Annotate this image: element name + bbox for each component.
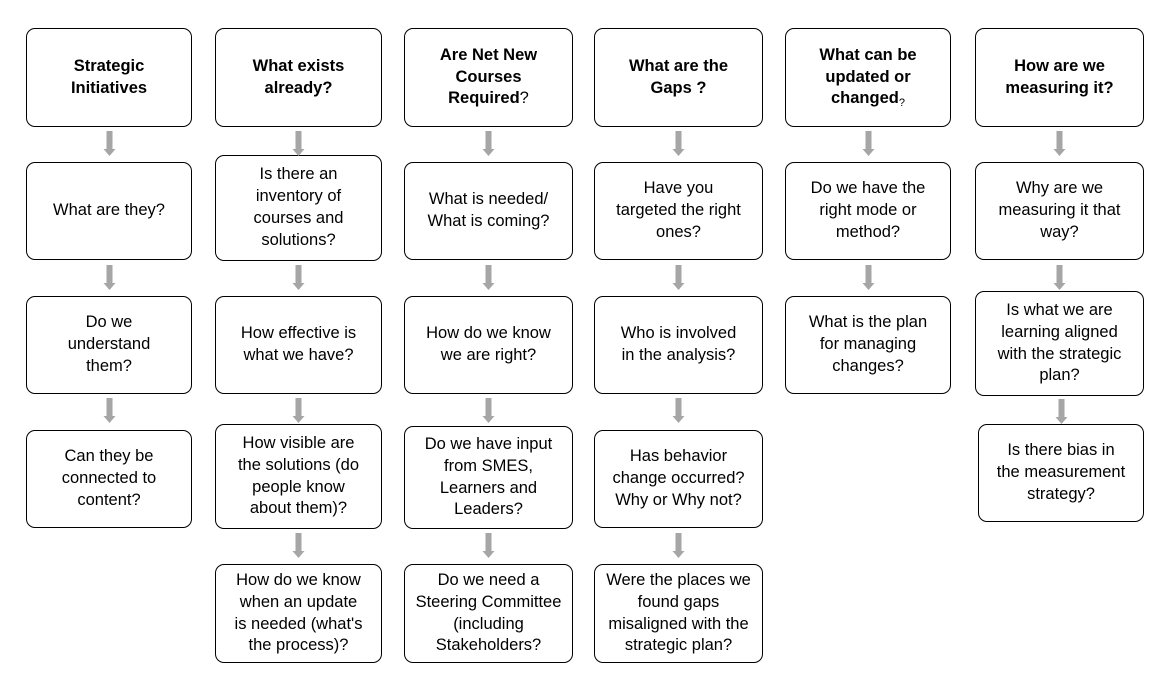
node-strategic-initiatives-2[interactable]: Do we understand them? [26, 296, 192, 394]
node-how-are-we-measuring-it-2[interactable]: Is what we are learning aligned with the… [975, 291, 1144, 396]
node-net-new-courses-3[interactable]: Do we have input from SMES, Learners and… [404, 426, 573, 529]
question-mark-small: ? [898, 97, 905, 110]
flow-arrow-down-icon [480, 265, 497, 291]
flow-arrow-down-icon [1051, 265, 1068, 291]
flow-arrow-down-icon [290, 398, 307, 424]
flow-arrow-down-icon [101, 131, 118, 157]
flow-arrow-down-icon [290, 533, 307, 559]
node-what-are-the-gaps-1[interactable]: Have you targeted the right ones? [594, 162, 763, 260]
flow-arrow-down-icon [101, 398, 118, 424]
column-header-what-exists-already[interactable]: What exists already? [215, 28, 382, 127]
node-label: How do we know when an update is needed … [234, 570, 363, 655]
flow-arrow-down-icon [670, 265, 687, 291]
flow-arrow-down-icon [1053, 399, 1070, 425]
flow-arrow-down-icon [480, 131, 497, 157]
node-label: Has behavior change occurred? Why or Why… [612, 447, 745, 509]
node-how-are-we-measuring-it-3[interactable]: Is there bias in the measurement strateg… [978, 424, 1144, 522]
flow-arrow-down-icon [860, 131, 877, 157]
column-header-strategic-initiatives[interactable]: Strategic Initiatives [26, 28, 192, 127]
column-header-how-are-we-measuring-it[interactable]: How are we measuring it? [975, 28, 1144, 127]
node-strategic-initiatives-3[interactable]: Can they be connected to content? [26, 430, 192, 528]
node-label: Can they be connected to content? [61, 447, 157, 509]
node-strategic-initiatives-1[interactable]: What are they? [26, 162, 192, 260]
node-net-new-courses-4[interactable]: Do we need a Steering Committee (includi… [404, 564, 573, 663]
node-label: Do we have the right mode or method? [810, 179, 926, 241]
flow-arrow-down-icon [480, 533, 497, 559]
flow-arrow-down-icon [670, 398, 687, 424]
flow-arrow-down-icon [101, 265, 118, 291]
flow-arrow-down-icon [670, 533, 687, 559]
node-label: Is there bias in the measurement strateg… [996, 441, 1126, 503]
node-label: Who is involved in the analysis? [620, 324, 737, 364]
column-header-net-new-courses[interactable]: Are Net New Courses Required? [404, 28, 573, 127]
node-what-are-the-gaps-4[interactable]: Were the places we found gaps misaligned… [594, 564, 763, 663]
node-what-exists-already-3[interactable]: How visible are the solutions (do people… [215, 424, 382, 529]
node-what-are-the-gaps-2[interactable]: Who is involved in the analysis? [594, 296, 763, 394]
node-label: Were the places we found gaps misaligned… [606, 570, 751, 655]
node-net-new-courses-1[interactable]: What is needed/ What is coming? [404, 162, 573, 260]
flow-arrow-down-icon [480, 398, 497, 424]
node-label: How do we know we are right? [426, 324, 551, 364]
node-net-new-courses-2[interactable]: How do we know we are right? [404, 296, 573, 394]
column-header-what-are-the-gaps[interactable]: What are the Gaps ? [594, 28, 763, 127]
node-label: Do we have input from SMES, Learners and… [424, 434, 553, 519]
node-label: Do we understand them? [67, 313, 151, 375]
node-what-exists-already-2[interactable]: How effective is what we have? [215, 296, 382, 394]
node-updated-or-changed-2[interactable]: What is the plan for managing changes? [785, 296, 951, 394]
node-how-are-we-measuring-it-1[interactable]: Why are we measuring it that way? [975, 162, 1144, 260]
flow-arrow-down-icon [290, 131, 307, 157]
flow-arrow-down-icon [670, 131, 687, 157]
question-mark: ? [519, 89, 529, 108]
node-label: Why are we measuring it that way? [998, 179, 1121, 241]
node-label: Do we need a Steering Committee (includi… [415, 570, 562, 655]
node-label: What are they? [53, 201, 165, 220]
node-label: How visible are the solutions (do people… [237, 433, 360, 518]
node-label: What is the plan for managing changes? [808, 313, 928, 375]
node-label: How effective is what we have? [240, 324, 357, 364]
node-updated-or-changed-1[interactable]: Do we have the right mode or method? [785, 162, 951, 260]
node-label: Have you targeted the right ones? [616, 179, 741, 241]
node-label: Is there an inventory of courses and sol… [253, 165, 344, 249]
flow-arrow-down-icon [1051, 131, 1068, 157]
flow-arrow-down-icon [290, 265, 307, 291]
node-label: What is needed/ What is coming? [427, 190, 550, 230]
node-what-are-the-gaps-3[interactable]: Has behavior change occurred? Why or Why… [594, 430, 763, 528]
node-what-exists-already-1[interactable]: Is there an inventory of courses and sol… [215, 155, 382, 261]
flow-arrow-down-icon [860, 265, 877, 291]
node-label: Is what we are learning aligned with the… [997, 300, 1122, 385]
node-what-exists-already-4[interactable]: How do we know when an update is needed … [215, 564, 382, 663]
column-header-updated-or-changed[interactable]: What can be updated or changed? [785, 28, 951, 127]
